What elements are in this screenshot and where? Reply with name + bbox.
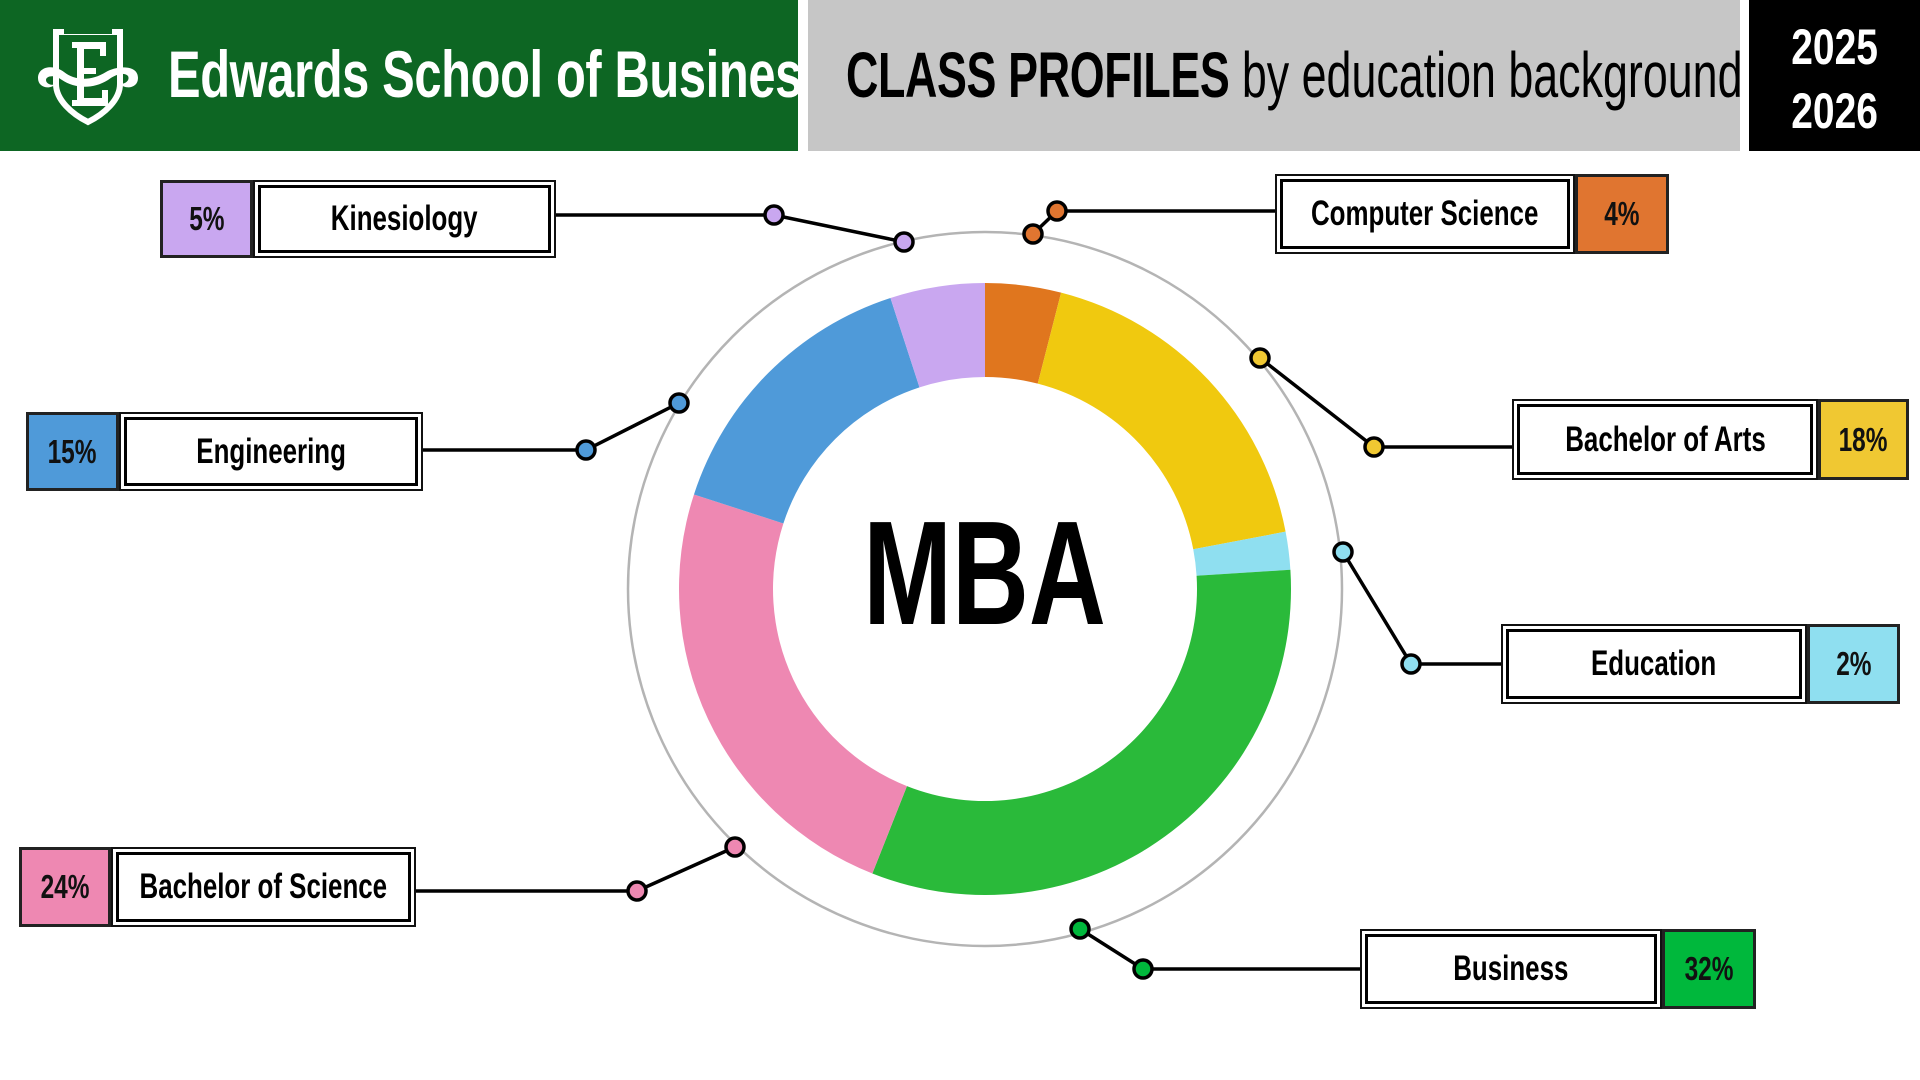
connector-line-bachelor-of-arts [1258,356,1512,449]
category-name: Engineering [196,431,346,471]
title-rest: by education background [1229,39,1743,111]
school-name: Edwards School of Business [168,37,829,111]
connector-line-business [1079,927,1360,971]
connector-dot-icon [724,836,746,858]
donut-slices [679,283,1291,896]
connector-line-computer-science [1031,209,1275,236]
category-name: Bachelor of Science [139,867,388,906]
connector-dot-icon [1022,223,1044,245]
percent-badge-engineering: 15% [26,412,119,491]
category-name: Education [1591,644,1717,683]
shield-e-logo-icon [38,26,138,126]
connector-line-engineering [423,401,680,452]
connector-dot-icon [626,880,648,902]
connector-dot-icon [1400,653,1422,675]
percent-badge-education: 2% [1807,624,1900,704]
label-box-business: Business [1360,929,1662,1009]
slice-business [872,569,1291,896]
callout-connectors [416,200,1512,980]
label-box-bachelor-of-science: Bachelor of Science [111,847,416,927]
connector-dot-icon [1332,541,1354,563]
percent-badge-bachelor-of-arts: 18% [1818,399,1909,480]
connector-dot-icon [1363,436,1385,458]
connector-dot-icon [1249,347,1271,369]
category-name: Bachelor of Arts [1564,419,1766,459]
slice-education [1193,531,1291,576]
connector-line-bachelor-of-science [416,845,736,893]
percent-value: 24% [40,868,90,905]
label-box-engineering: Engineering [119,412,423,491]
category-name: Kinesiology [331,199,478,238]
year-start: 2025 [1791,19,1878,75]
connector-dot-icon [763,204,785,226]
percent-value: 4% [1604,195,1640,232]
label-box-computer-science: Computer Science [1275,174,1575,254]
percent-badge-bachelor-of-science: 24% [19,847,111,927]
percent-badge-kinesiology: 5% [160,180,253,258]
year-end: 2026 [1791,83,1878,139]
connector-dot-icon [575,439,597,461]
connector-line-kinesiology [556,213,905,244]
slice-engineering [693,297,920,524]
slice-computer-science [985,283,1062,384]
guide-ring [626,230,1344,948]
header-title-banner [808,0,1740,151]
label-box-education: Education [1501,624,1807,704]
slice-kinesiology [890,283,985,388]
slice-bachelor-of-arts [1037,292,1286,550]
connector-dot-icon [893,231,915,253]
percent-value: 15% [48,432,97,470]
title-bold: CLASS PROFILES [846,39,1230,111]
percent-badge-computer-science: 4% [1575,174,1669,254]
connector-line-education [1341,551,1501,666]
page-title: CLASS PROFILES by education background [846,38,1742,112]
percent-badge-business: 32% [1662,929,1756,1009]
connector-dot-icon [1069,918,1091,940]
label-box-bachelor-of-arts: Bachelor of Arts [1512,399,1818,480]
connector-dot-icon [1132,958,1154,980]
percent-value: 5% [188,200,225,237]
label-box-kinesiology: Kinesiology [253,180,556,258]
slice-bachelor-of-science [679,494,907,874]
percent-value: 2% [1835,645,1872,682]
connector-dot-icon [668,392,690,414]
connector-dot-icon [1046,200,1068,222]
header-year-banner [1749,0,1920,151]
category-name: Business [1453,949,1569,988]
percent-value: 18% [1839,420,1888,458]
percent-value: 32% [1684,950,1734,987]
category-name: Computer Science [1311,194,1539,233]
center-label: MBA [863,491,1107,656]
